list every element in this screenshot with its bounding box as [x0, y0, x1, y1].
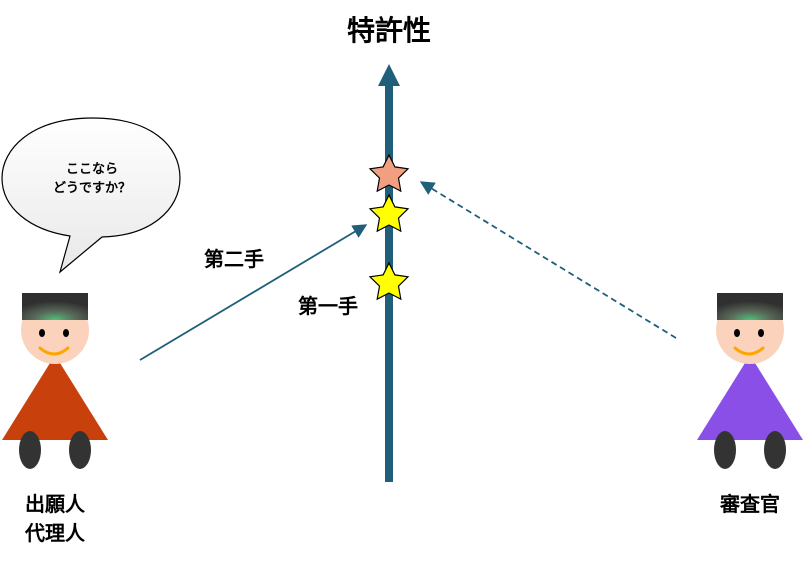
examiner-robe — [697, 355, 803, 440]
applicant-hat — [22, 293, 88, 320]
label-second-move: 第二手 — [204, 247, 264, 271]
bubble-line-2: どうですか？ — [53, 181, 131, 196]
examiner-eye-right — [758, 329, 764, 337]
examiner-label: 審査官 — [719, 492, 780, 516]
applicant-figure-icon — [2, 293, 108, 469]
examiner-hat — [717, 293, 783, 320]
examiner-figure-icon — [697, 293, 803, 469]
examiner-eye-left — [734, 329, 740, 337]
axis-arrowhead — [378, 64, 400, 86]
examiner-smile — [733, 346, 765, 356]
applicant-foot-right — [69, 431, 91, 469]
bubble-line-1: ここなら — [66, 162, 118, 177]
applicant-foot-left — [19, 431, 41, 469]
applicant-smile — [38, 346, 70, 356]
examiner-foot-right — [764, 431, 786, 469]
star-first-move-icon — [368, 261, 410, 301]
examiner-arrow — [419, 181, 677, 339]
applicant-arrow — [139, 224, 368, 361]
applicant-eye-right — [63, 329, 69, 337]
applicant-label-line-2: 代理人 — [24, 521, 86, 545]
label-first-move: 第一手 — [298, 294, 358, 318]
star-proposed-icon — [368, 153, 410, 193]
star-second-move-icon — [368, 193, 410, 233]
examiner-foot-left — [714, 431, 736, 469]
applicant-robe — [2, 355, 108, 440]
axis-title: 特許性 — [347, 14, 431, 47]
applicant-label-line-1: 出願人 — [25, 492, 86, 516]
speech-bubble: ここなら どうですか？ — [1, 117, 181, 274]
applicant-eye-left — [39, 329, 45, 337]
